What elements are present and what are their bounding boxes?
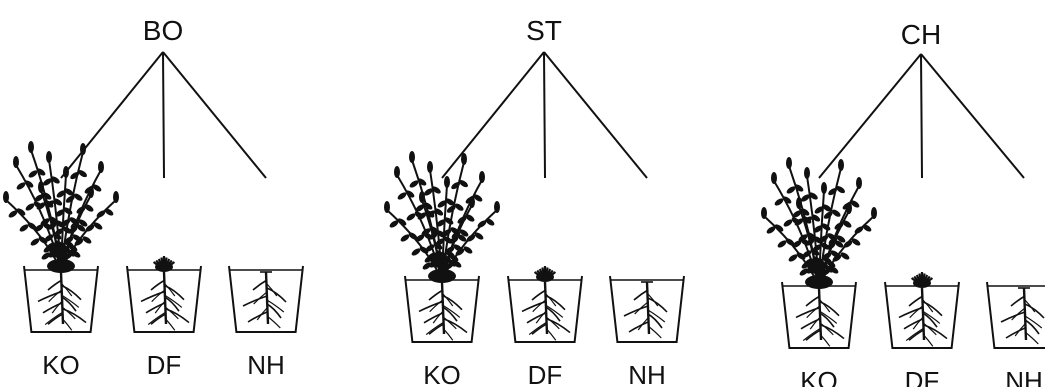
pot-nh: NH [229,266,303,380]
pot-df: DF [885,272,959,387]
group-ch: CH KO DF NH [761,19,1045,387]
pot-label: NH [628,360,666,387]
pot-label: KO [423,360,461,387]
branch-line [544,52,545,178]
pot-label: DF [147,350,182,380]
branch-line [819,54,921,178]
group-label-bo: BO [143,15,183,46]
branch-line [921,54,922,178]
branch-line [61,52,163,178]
branch-line [442,52,544,178]
group-label-st: ST [526,15,562,46]
pot-label: NH [1005,366,1043,387]
pot-label: NH [247,350,285,380]
group-st: ST KO DF NH [384,15,684,387]
pot-nh: NH [610,276,684,387]
pot-ko: KO [384,151,500,387]
pot-label: DF [905,366,940,387]
pot-ko: KO [761,157,877,387]
pot-df: DF [508,266,582,387]
pot-nh: NH [987,282,1045,387]
branch-line [921,54,1024,178]
pot-label: DF [528,360,563,387]
group-label-ch: CH [901,19,941,50]
pot-label: KO [800,366,838,387]
branch-line [163,52,164,178]
branch-line [163,52,266,178]
group-bo: BO KO DF NH [3,15,303,380]
pot-label: KO [42,350,80,380]
pot-df: DF [127,256,201,380]
branch-line [544,52,647,178]
